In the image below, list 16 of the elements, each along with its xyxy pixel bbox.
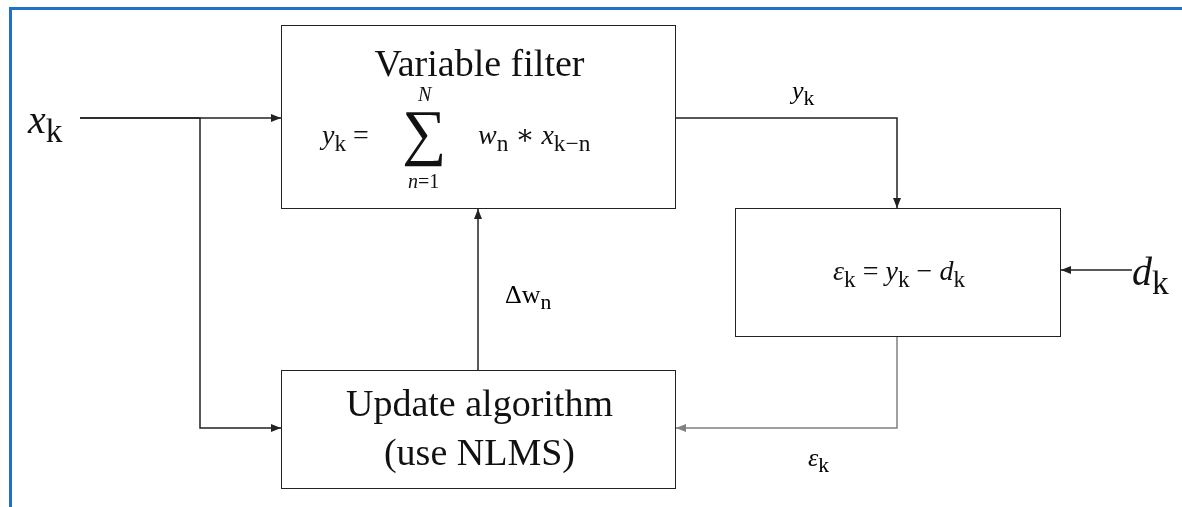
arrow: [675, 336, 898, 432]
signal-label: x$_{k}$: [28, 100, 63, 148]
formula-text: w$_{n}$ ∗ x$_{k−n}$: [478, 121, 591, 155]
process-box: [735, 208, 1061, 337]
box-title: Variable filter: [373, 44, 586, 82]
formula-limit: N: [418, 84, 432, 104]
arrow: [474, 208, 482, 371]
box-title: Update algorithm (use NLMS): [345, 381, 614, 476]
process-box: [281, 25, 676, 209]
process-box: [281, 370, 676, 489]
signal-label: d$_{k}$: [1132, 252, 1169, 300]
formula-limit: n=1: [408, 171, 440, 191]
arrow: [675, 117, 901, 209]
arrow: [79, 117, 282, 432]
formula-text: ε$_{k}$ = y$_{k}$ − d$_{k}$: [831, 257, 967, 291]
arrow: [1060, 266, 1133, 274]
